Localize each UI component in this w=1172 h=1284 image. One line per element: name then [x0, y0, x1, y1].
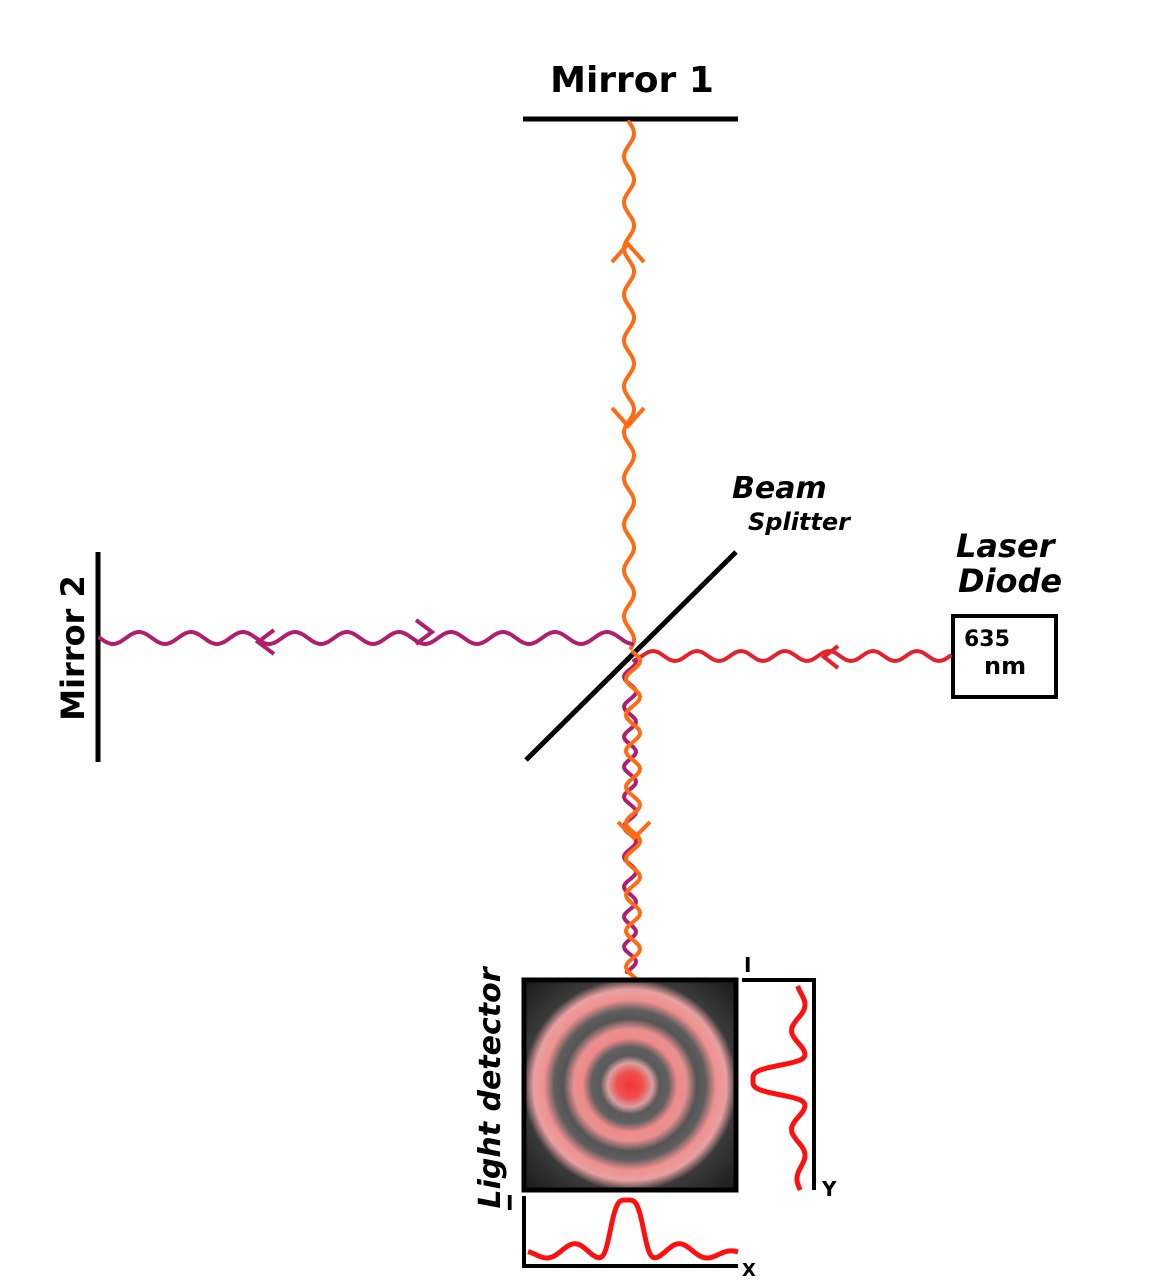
- beam-label: Beam: [732, 471, 827, 506]
- direction-arrow-icon: [820, 644, 840, 670]
- intensity-profile-y: [750, 985, 808, 1192]
- profile-right-axes: [742, 978, 816, 1190]
- splitter-label: Splitter: [748, 508, 852, 536]
- beam-splitter-line: [524, 550, 738, 762]
- laser-beam: [632, 649, 952, 663]
- axis-i-right-label: I: [744, 953, 751, 977]
- direction-arrow-icon: [254, 628, 276, 656]
- axis-x-label: X: [742, 1260, 756, 1281]
- laser-label-line2: Diode: [958, 562, 1062, 600]
- direction-arrow-icon: [610, 240, 646, 264]
- detector-label: Light detector: [473, 965, 508, 1208]
- mirror2-label: Mirror 2: [54, 575, 92, 721]
- direction-arrow-icon: [414, 618, 436, 646]
- laser-label-line1: Laser: [956, 527, 1057, 565]
- axis-i-bottom-label: I: [506, 1191, 513, 1215]
- wavelength-unit: nm: [984, 652, 1026, 680]
- arm1-beam: [621, 120, 637, 650]
- mirror1-label: Mirror 1: [550, 60, 714, 101]
- output-beam-arm1: [624, 650, 642, 980]
- intensity-profile-x: [527, 1197, 739, 1261]
- profile-bottom-axes: [522, 1196, 738, 1268]
- detector-screen: [521, 977, 739, 1193]
- arm2-beam: [98, 630, 634, 646]
- laser-diode-box: [951, 614, 1058, 699]
- direction-arrow-icon: [616, 820, 652, 841]
- wavelength-value: 635: [964, 627, 1010, 652]
- direction-arrow-icon: [610, 406, 646, 430]
- axis-y-label: Y: [821, 1177, 837, 1201]
